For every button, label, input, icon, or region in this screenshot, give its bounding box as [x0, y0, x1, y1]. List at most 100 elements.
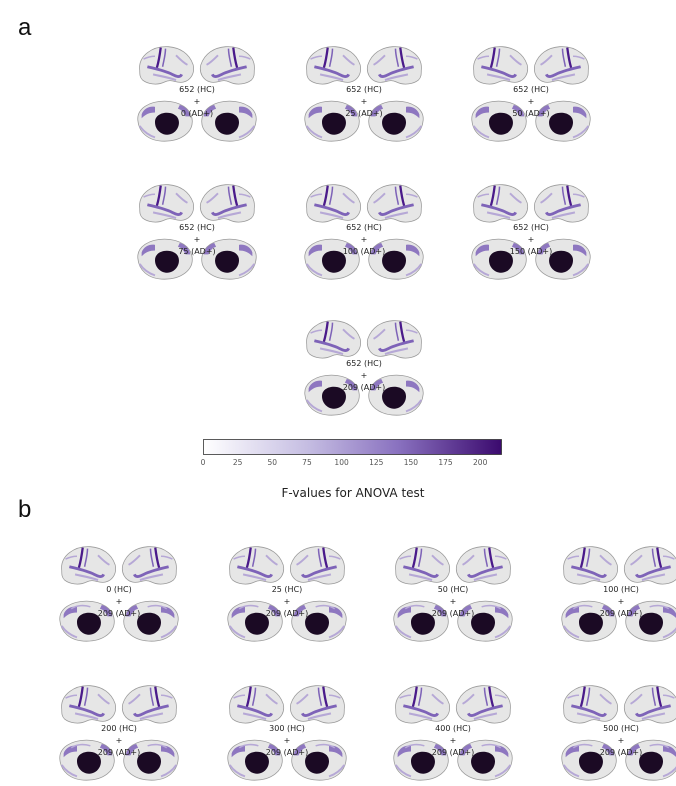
panel-a-label: a — [18, 14, 32, 41]
hc-count: 652 (HC) — [179, 85, 215, 94]
hc-count: 200 (HC) — [101, 724, 137, 733]
plus-sign: + — [283, 597, 291, 606]
brain-render-icon — [304, 184, 424, 280]
plus-sign: + — [115, 597, 123, 606]
colorbar-tick-label: 25 — [232, 458, 243, 467]
brain-render-icon — [393, 546, 513, 642]
brain-render-icon — [304, 46, 424, 142]
ad-count: 209 (AD+) — [599, 748, 643, 757]
plus-sign: + — [193, 235, 201, 244]
hc-count: 652 (HC) — [346, 85, 382, 94]
plus-sign: + — [527, 235, 535, 244]
brain-render-icon — [137, 184, 257, 280]
brain-map-cell: 100 (HC)+209 (AD+) — [554, 540, 676, 645]
plus-sign: + — [449, 736, 457, 745]
colorbar-tick-label: 200 — [473, 458, 488, 467]
cell-sample-label: 652 (HC)+150 (AD+) — [464, 222, 598, 258]
brain-map-cell: 50 (HC)+209 (AD+) — [386, 540, 520, 645]
cell-sample-label: 50 (HC)+209 (AD+) — [386, 584, 520, 620]
ad-count: 209 (AD+) — [342, 383, 386, 392]
colorbar-tick-label: 0 — [200, 458, 206, 467]
cell-sample-label: 652 (HC) +50 (AD+) — [464, 84, 598, 120]
ad-count: 0 (AD+) — [180, 109, 214, 118]
hc-count: 652 (HC) — [513, 223, 549, 232]
ad-count: 209 (AD+) — [265, 609, 309, 618]
ad-count: 209 (AD+) — [599, 609, 643, 618]
cell-sample-label: 652 (HC) +25 (AD+) — [297, 84, 431, 120]
plus-sign: + — [360, 371, 368, 380]
brain-render-icon — [227, 685, 347, 781]
brain-render-icon — [561, 685, 676, 781]
brain-map-cell: 652 (HC) +100 (AD+) — [297, 178, 431, 283]
brain-map-cell: 400 (HC) +209 (AD+) — [386, 679, 520, 784]
brain-render-icon — [471, 184, 591, 280]
panel-b-label: b — [18, 496, 32, 523]
hc-count: 25 (HC) — [271, 585, 303, 594]
plus-sign: + — [527, 97, 535, 106]
cell-sample-label: 500 (HC) +209 (AD+) — [554, 723, 676, 759]
colorbar-tick-label: 125 — [369, 458, 384, 467]
ad-count: 209 (AD+) — [97, 609, 141, 618]
colorbar-title: F-values for ANOVA test — [281, 486, 425, 500]
brain-render-icon — [304, 320, 424, 416]
ad-count: 25 (AD+) — [345, 109, 383, 118]
brain-render-icon — [561, 546, 676, 642]
ad-count: 209 (AD+) — [97, 748, 141, 757]
brain-map-cell: 652 (HC)+150 (AD+) — [464, 178, 598, 283]
cell-sample-label: 400 (HC) +209 (AD+) — [386, 723, 520, 759]
plus-sign: + — [193, 97, 201, 106]
ad-count: 209 (AD+) — [265, 748, 309, 757]
brain-map-cell: 300 (HC) +209 (AD+) — [220, 679, 354, 784]
plus-sign: + — [115, 736, 123, 745]
cell-sample-label: 652 (HC) +75 (AD+) — [130, 222, 264, 258]
colorbar-tick-label: 50 — [267, 458, 278, 467]
colorbar-tick-label: 75 — [302, 458, 312, 467]
cell-sample-label: 25 (HC) +209 (AD+) — [220, 584, 354, 620]
brain-map-cell: 652 (HC) +75 (AD+) — [130, 178, 264, 283]
cell-sample-label: 652 (HC) +209 (AD+) — [297, 358, 431, 394]
plus-sign: + — [617, 736, 625, 745]
ad-count: 75 (AD+) — [178, 247, 216, 256]
cell-sample-label: 652 (HC) +0 (AD+) — [130, 84, 264, 120]
hc-count: 0 (HC) — [106, 585, 132, 594]
colorbar-tick-label: 175 — [438, 458, 453, 467]
hc-count: 500 (HC) — [603, 724, 639, 733]
brain-map-cell: 500 (HC) +209 (AD+) — [554, 679, 676, 784]
brain-render-icon — [471, 46, 591, 142]
colorbar: 0 25 50 75 100 125 150 175 200 — [201, 439, 503, 479]
hc-count: 652 (HC) — [346, 359, 382, 368]
plus-sign: + — [360, 97, 368, 106]
brain-render-icon — [59, 546, 179, 642]
ad-count: 209 (AD+) — [431, 609, 475, 618]
plus-sign: + — [617, 597, 625, 606]
hc-count: 400 (HC) — [435, 724, 471, 733]
ad-count: 100 (AD+) — [342, 247, 386, 256]
cell-sample-label: 0 (HC) +209 (AD+) — [52, 584, 186, 620]
brain-map-cell: 200 (HC) +209 (AD+) — [52, 679, 186, 784]
cell-sample-label: 652 (HC) +100 (AD+) — [297, 222, 431, 258]
brain-map-cell: 652 (HC) +25 (AD+) — [297, 40, 431, 145]
ad-count: 209 (AD+) — [431, 748, 475, 757]
hc-count: 652 (HC) — [346, 223, 382, 232]
colorbar-gradient — [203, 439, 502, 455]
brain-map-cell: 652 (HC) +50 (AD+) — [464, 40, 598, 145]
brain-render-icon — [393, 685, 513, 781]
brain-render-icon — [137, 46, 257, 142]
hc-count: 50 (HC) — [437, 585, 469, 594]
plus-sign: + — [283, 736, 291, 745]
brain-render-icon — [227, 546, 347, 642]
brain-map-cell: 0 (HC) +209 (AD+) — [52, 540, 186, 645]
cell-sample-label: 200 (HC) +209 (AD+) — [52, 723, 186, 759]
colorbar-tick-label: 100 — [334, 458, 349, 467]
ad-count: 50 (AD+) — [512, 109, 550, 118]
plus-sign: + — [360, 235, 368, 244]
hc-count: 652 (HC) — [179, 223, 215, 232]
brain-map-cell: 652 (HC) +209 (AD+) — [297, 314, 431, 419]
cell-sample-label: 100 (HC)+209 (AD+) — [554, 584, 676, 620]
hc-count: 652 (HC) — [513, 85, 549, 94]
brain-render-icon — [59, 685, 179, 781]
cell-sample-label: 300 (HC) +209 (AD+) — [220, 723, 354, 759]
brain-map-cell: 652 (HC) +0 (AD+) — [130, 40, 264, 145]
colorbar-tick-label: 150 — [403, 458, 419, 467]
hc-count: 300 (HC) — [269, 724, 305, 733]
